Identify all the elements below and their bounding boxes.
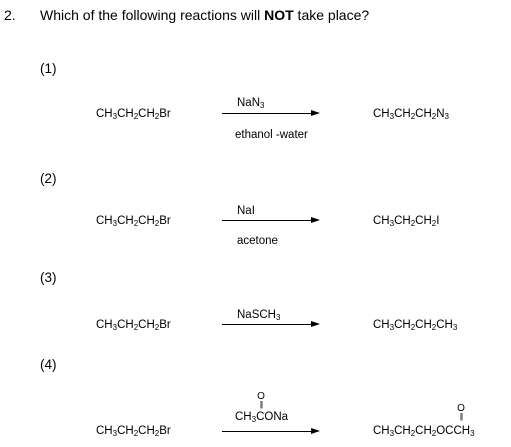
- option-2-product: CH3CH2CH2I: [373, 215, 440, 228]
- option-1-product: CH3CH2CH2N3: [373, 108, 449, 121]
- option-4-reactant: CH3CH2CH2Br: [96, 425, 171, 438]
- question-emphasis: NOT: [264, 7, 294, 23]
- option-1-condition: ethanol -water: [235, 129, 308, 141]
- option-1-arrow: [222, 113, 312, 114]
- option-2-reactant: CH3CH2CH2Br: [96, 215, 171, 228]
- option-1-arrow-head: [311, 110, 320, 116]
- option-3-label: (3): [40, 270, 57, 285]
- option-2-condition: acetone: [237, 235, 278, 247]
- question-text: Which of the following reactions will NO…: [40, 7, 370, 23]
- option-3-arrow: [222, 324, 312, 325]
- option-2-arrow: [222, 220, 312, 221]
- option-3-reactant: CH3CH2CH2Br: [96, 319, 171, 332]
- option-4-product: CH3CH2CH2OCCH3: [373, 425, 475, 438]
- option-3-arrow-head: [311, 321, 320, 327]
- option-3-reagent: NaSCH3: [237, 309, 281, 322]
- option-1-reactant: CH3CH2CH2Br: [96, 108, 171, 121]
- option-1-label: (1): [40, 61, 57, 76]
- option-3-product: CH3CH2CH2CH3: [373, 319, 458, 332]
- option-2-label: (2): [40, 171, 57, 186]
- option-4-arrow-head: [311, 428, 320, 434]
- option-4-reagent: CH3CONa: [235, 411, 289, 424]
- option-1-reagent: NaN3: [237, 97, 265, 110]
- option-4-product-carbonyl: O||: [457, 403, 465, 421]
- option-4-label: (4): [40, 357, 57, 372]
- option-2-arrow-head: [311, 217, 320, 223]
- option-2-reagent: NaI: [237, 205, 255, 217]
- option-4-arrow: [222, 431, 312, 432]
- question-number: 2.: [4, 7, 16, 23]
- option-4-reagent-carbonyl: O||: [257, 391, 265, 409]
